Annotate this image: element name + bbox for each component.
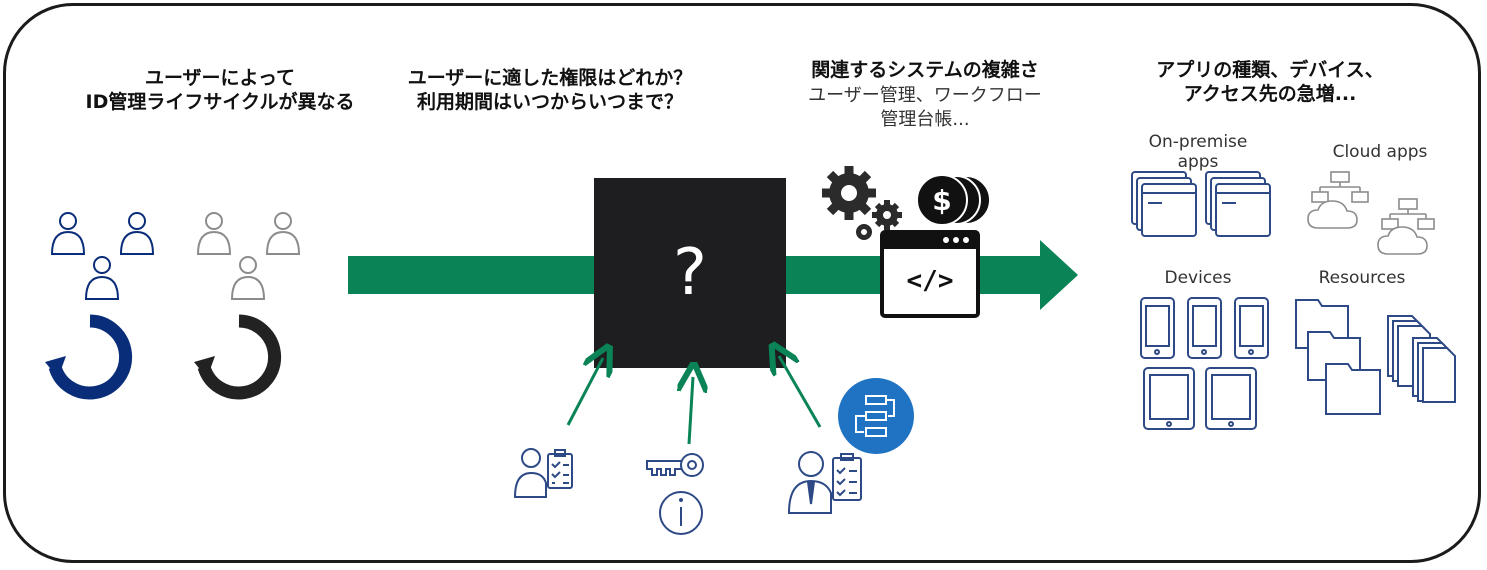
workflow-icon xyxy=(838,378,914,454)
heading-app-growth: アプリの種類、デバイス、 アクセス先の急増... xyxy=(1110,58,1430,106)
tablet-icon xyxy=(1205,367,1257,430)
label-devices: Devices xyxy=(1164,268,1232,288)
heading-system-complexity: 関連するシステムの複雑さ xyxy=(760,58,1090,82)
heading-line: ユーザーによって xyxy=(144,67,296,89)
svg-text:</>: </> xyxy=(907,266,954,296)
heading-line: ユーザーに適した権限はどれか？ xyxy=(407,67,693,89)
employee-checklist-icon xyxy=(787,451,862,514)
coin-stack-icon: $ xyxy=(916,174,991,226)
label-resources: Resources xyxy=(1318,268,1406,288)
heading-line: アプリの種類、デバイス、 xyxy=(1156,59,1384,81)
phone-icon xyxy=(1140,297,1175,359)
label-line: apps xyxy=(1177,152,1219,172)
code-window-icon: </> xyxy=(880,230,980,318)
info-icon xyxy=(659,491,703,535)
tablet-icon xyxy=(1143,367,1195,430)
heading-line: 関連するシステムの複雑さ xyxy=(811,59,1039,81)
key-icon xyxy=(646,453,704,477)
gear-icon xyxy=(822,166,902,240)
label-on-premise-apps: On-premise apps xyxy=(1128,132,1268,172)
label-cloud-apps: Cloud apps xyxy=(1332,142,1428,162)
heading-id-lifecycle: ユーザーによって ID管理ライフサイクルが異なる xyxy=(40,66,400,114)
phone-icon xyxy=(1187,297,1222,359)
input-arrow-right xyxy=(779,356,822,428)
subtext-line: ユーザー管理、ワークフロー xyxy=(808,85,1042,106)
heading-permissions: ユーザーに適した権限はどれか？ 利用期間はいつからいつまで？ xyxy=(370,66,730,114)
question-mark: ? xyxy=(673,236,707,310)
folder-icon xyxy=(1295,299,1381,415)
user-group-icon xyxy=(196,212,301,300)
app-window-icon xyxy=(1131,171,1197,237)
subtext-line: 管理台帳... xyxy=(880,109,970,130)
question-box xyxy=(594,178,786,368)
svg-text:$: $ xyxy=(932,184,951,217)
cloud-network-icon xyxy=(1307,171,1369,229)
cloud-network-icon xyxy=(1377,198,1435,255)
heading-line: ID管理ライフサイクルが異なる xyxy=(85,91,355,113)
heading-line: アクセス先の急増... xyxy=(1183,83,1357,105)
heading-line: 利用期間はいつからいつまで？ xyxy=(416,91,683,113)
rounded-frame xyxy=(3,3,1481,563)
user-group-icon xyxy=(50,212,155,300)
subtext-systems: ユーザー管理、ワークフロー 管理台帳... xyxy=(760,84,1090,132)
input-arrow-left xyxy=(566,358,603,426)
cycle-arrow-icon xyxy=(194,314,282,400)
app-window-icon xyxy=(1205,171,1271,237)
input-arrow-middle xyxy=(689,377,693,445)
cycle-arrow-icon xyxy=(45,314,133,400)
document-stack-icon xyxy=(1412,337,1456,403)
phone-icon xyxy=(1234,297,1269,359)
label-line: On-premise xyxy=(1148,132,1248,152)
user-checklist-icon xyxy=(513,448,573,498)
